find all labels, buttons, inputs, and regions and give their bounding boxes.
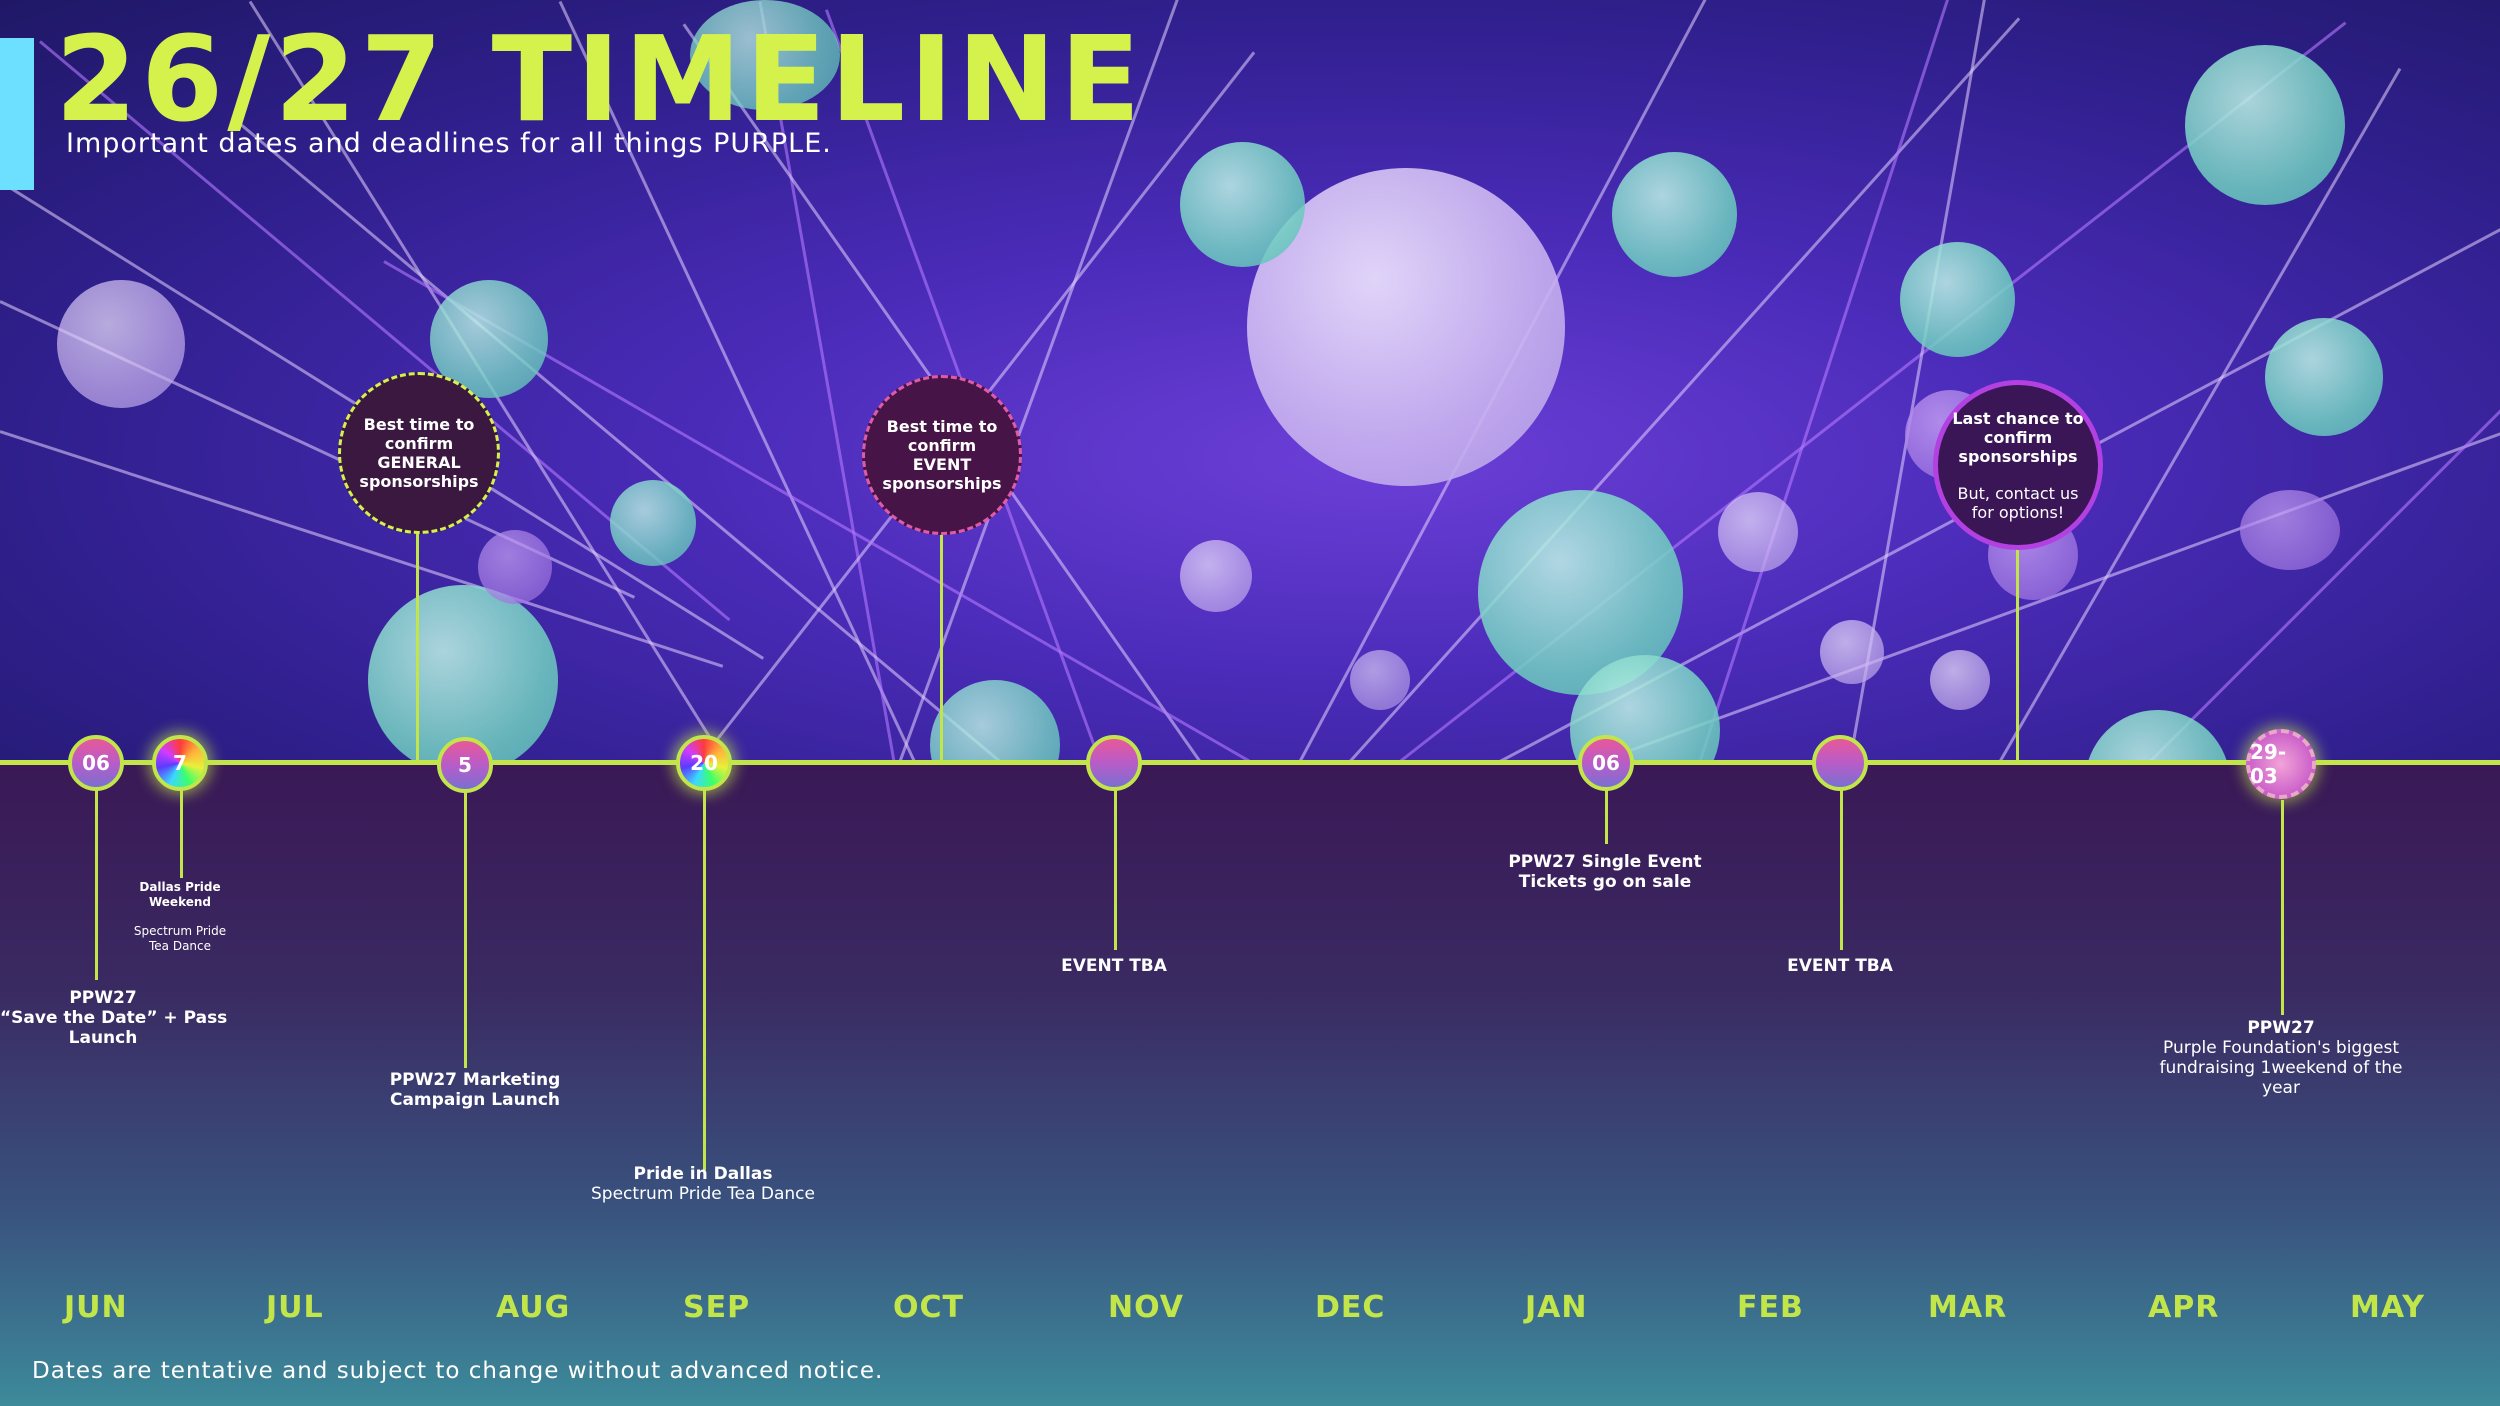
event-title: PPW27 Marketing: [389, 1070, 561, 1090]
page-title: 26/27 TIMELINE: [55, 10, 1145, 148]
last-chance-bubble: Last chance to confirm sponsorships But,…: [1933, 380, 2103, 550]
date-marker-nov: [1086, 735, 1142, 791]
event-title: EVENT TBA: [1787, 956, 1893, 976]
event-title: Dallas Pride: [139, 880, 221, 894]
month-label-aug: AUG: [496, 1290, 571, 1325]
orb: [1180, 142, 1305, 267]
disclaimer-footnote: Dates are tentative and subject to chang…: [32, 1358, 884, 1384]
event-ppw27-weekend: PPW27 Purple Foundation's biggest fundra…: [2151, 1018, 2411, 1098]
last-chance-contact-text: But, contact us for options!: [1957, 483, 2079, 522]
orb: [1350, 650, 1410, 710]
orb: [690, 0, 840, 110]
event-subtitle: Tea Dance: [148, 939, 212, 953]
event-title: Weekend: [148, 895, 211, 909]
date-marker-label: 20: [690, 751, 718, 775]
marker-stem: [703, 790, 706, 1170]
orb: [2265, 318, 2383, 436]
date-marker-label: 7: [173, 751, 187, 775]
timeline-axis: [0, 760, 2500, 765]
event-title: Tickets go on sale: [1518, 872, 1692, 892]
date-marker-label: 06: [1592, 751, 1620, 775]
orb: [930, 680, 1060, 763]
event-title: PPW27 Single Event: [1508, 852, 1702, 872]
date-marker-aug-5: 5: [437, 737, 493, 793]
month-label-dec: DEC: [1315, 1290, 1386, 1325]
event-body: Launch: [68, 1028, 138, 1048]
connector-line: [940, 525, 943, 762]
event-save-the-date: PPW27 “Save the Date” + Pass Launch: [0, 988, 227, 1048]
event-title: EVENT TBA: [1061, 956, 1167, 976]
date-marker-label: 06: [82, 751, 110, 775]
marker-stem: [180, 790, 183, 878]
date-marker-may-29-03: 29-03: [2246, 729, 2316, 799]
connector-line: [2016, 545, 2019, 762]
orb: [1180, 540, 1252, 612]
marker-stem: [464, 790, 467, 1068]
date-marker-feb: [1812, 735, 1868, 791]
month-label-apr: APR: [2148, 1290, 2220, 1325]
orb: [2085, 710, 2230, 763]
marker-stem: [2281, 800, 2284, 1015]
orb: [1820, 620, 1884, 684]
orb: [2240, 490, 2340, 570]
event-subtitle: Spectrum Pride: [133, 924, 227, 938]
date-marker-jan-06: 06: [1578, 735, 1634, 791]
date-marker-label: 29-03: [2250, 740, 2287, 788]
event-feb-tba: EVENT TBA: [1760, 956, 1920, 976]
event-pride-in-dallas: Pride in Dallas Spectrum Pride Tea Dance: [583, 1164, 823, 1204]
event-marketing-launch: PPW27 Marketing Campaign Launch: [365, 1070, 585, 1110]
marker-stem: [1114, 790, 1117, 950]
connector-line: [416, 520, 419, 762]
date-marker-jun-7: 7: [152, 735, 208, 791]
date-marker-jun-06: 06: [68, 735, 124, 791]
month-label-nov: NOV: [1108, 1290, 1185, 1325]
month-label-jan: JAN: [1525, 1290, 1588, 1325]
month-label-may: MAY: [2350, 1290, 2425, 1325]
orb: [1900, 242, 2015, 357]
date-marker-sep-20: 20: [676, 735, 732, 791]
event-body: fundraising 1weekend of the: [2159, 1058, 2403, 1078]
month-label-jun: JUN: [64, 1290, 128, 1325]
general-sponsorship-text: Best time to confirm GENERAL sponsorship…: [359, 415, 479, 491]
event-sponsorship-bubble: Best time to confirm EVENT sponsorships: [862, 375, 1022, 535]
orb: [2185, 45, 2345, 205]
orb: [478, 530, 552, 604]
date-marker-label: 5: [458, 753, 472, 777]
event-title: Campaign Launch: [389, 1090, 560, 1110]
orb: [1718, 492, 1798, 572]
event-body: “Save the Date” + Pass: [0, 1008, 228, 1028]
month-label-mar: MAR: [1928, 1290, 2008, 1325]
event-title: PPW27: [69, 988, 137, 1008]
lower-gradient-panel: [0, 763, 2500, 1406]
event-body: year: [2262, 1078, 2300, 1098]
orb: [57, 280, 185, 408]
page-subtitle: Important dates and deadlines for all th…: [66, 128, 832, 159]
orb: [1930, 650, 1990, 710]
month-label-oct: OCT: [893, 1290, 964, 1325]
event-single-tickets: PPW27 Single Event Tickets go on sale: [1495, 852, 1715, 892]
event-title: PPW27: [2247, 1018, 2315, 1038]
month-label-sep: SEP: [683, 1290, 751, 1325]
event-sponsorship-text: Best time to confirm EVENT sponsorships: [882, 417, 1002, 493]
event-dallas-pride-weekend: Dallas Pride Weekend Spectrum Pride Tea …: [100, 880, 260, 954]
orb: [368, 585, 558, 763]
marker-stem: [95, 790, 98, 980]
orb: [610, 480, 696, 566]
event-title: Pride in Dallas: [633, 1164, 773, 1184]
title-accent-bar: [0, 38, 34, 190]
last-chance-text: Last chance to confirm sponsorships: [1952, 408, 2084, 466]
month-label-jul: JUL: [266, 1290, 324, 1325]
general-sponsorship-bubble: Best time to confirm GENERAL sponsorship…: [338, 372, 500, 534]
event-nov-tba: EVENT TBA: [1034, 956, 1194, 976]
marker-stem: [1605, 790, 1608, 844]
orb: [1612, 152, 1737, 277]
month-label-feb: FEB: [1737, 1290, 1804, 1325]
event-body: Purple Foundation's biggest: [2163, 1038, 2399, 1058]
event-subtitle: Spectrum Pride Tea Dance: [591, 1184, 815, 1204]
marker-stem: [1840, 790, 1843, 950]
